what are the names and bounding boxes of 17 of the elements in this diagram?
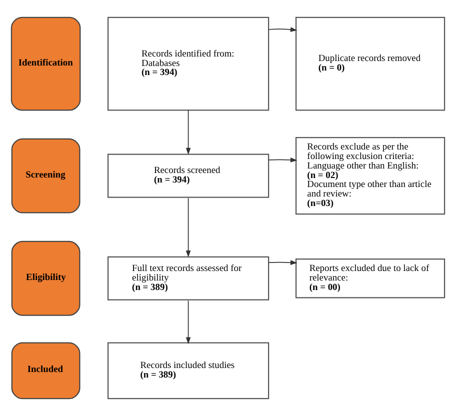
- arrow: [268, 26, 298, 32]
- node-box: Records identified from: Databases (n = 394): [107, 16, 270, 110]
- arrow: [186, 197, 191, 257]
- node-box: Screening: [11, 138, 80, 213]
- arrow: [268, 260, 298, 264]
- node-box: Records included studies (n = 389): [107, 342, 270, 399]
- node-box: Included: [11, 342, 80, 399]
- node-box: Duplicate records removed (n = 0): [295, 16, 446, 110]
- arrow: [186, 109, 191, 154]
- node-box: Full text records assessed for eligibility (n = 389): [107, 256, 270, 300]
- arrow: [268, 157, 298, 162]
- node-box: Records screened (n = 394): [107, 153, 270, 198]
- node-box: Identification: [10, 16, 81, 110]
- node-box: Reports excluded due to lack of relevance: (n = 00): [295, 258, 446, 298]
- node-box: Records exclude as per the following exclusion criteria: Language other than English: (n = 02) Document type other than article and review: (n=03): [295, 136, 446, 214]
- arrow: [186, 300, 191, 344]
- node-box: Eligibility: [11, 240, 80, 316]
